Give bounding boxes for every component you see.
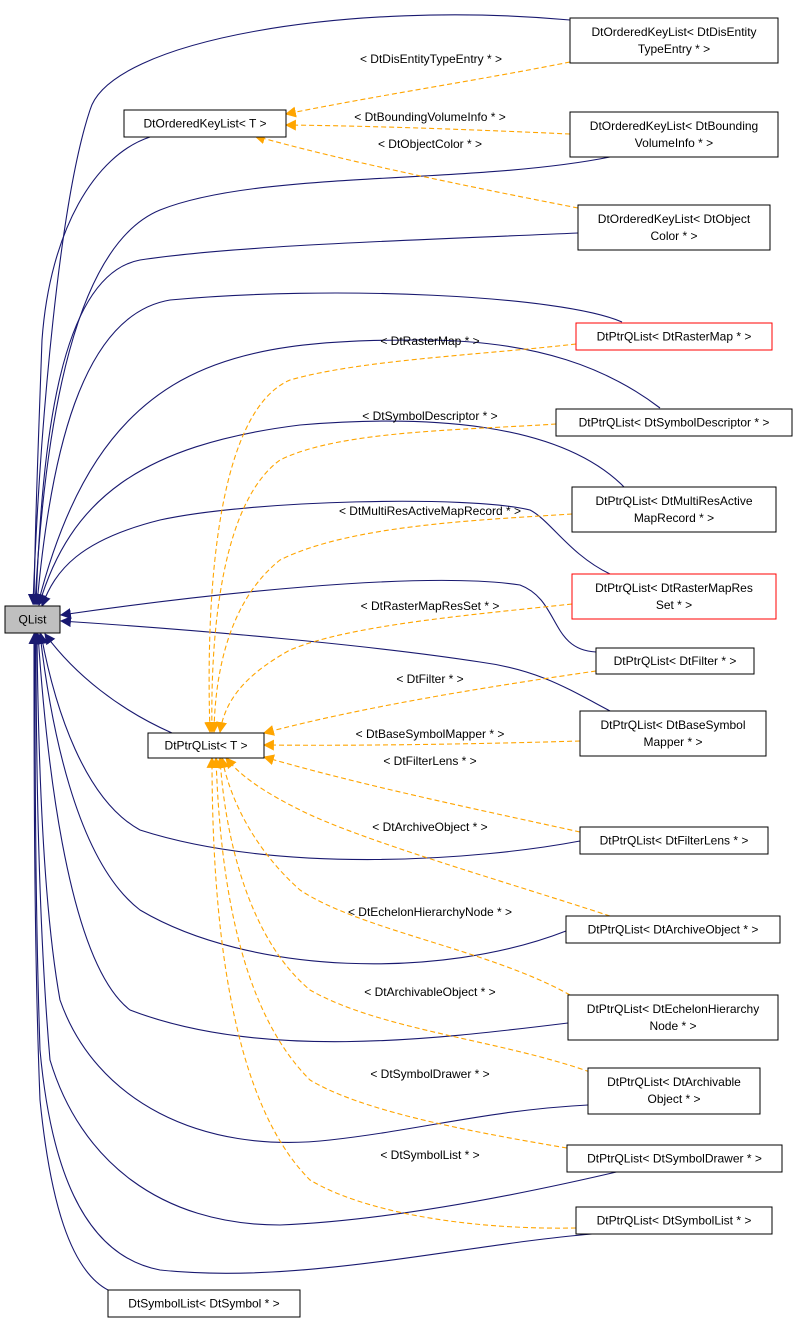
edge-pql-t-to-qlist xyxy=(44,633,173,734)
node-okl-bounding[interactable]: DtOrderedKeyList< DtBounding VolumeInfo … xyxy=(569,111,779,158)
edge-okl-dis-entity-to-qlist xyxy=(27,14,571,606)
node-pql-archive-object-line-1: DtPtrQList< DtArchiveObject * > xyxy=(588,923,759,937)
node-okl-dis-entity-line-2: TypeEntry * > xyxy=(638,42,710,56)
node-pql-archive-object[interactable]: DtPtrQList< DtArchiveObject * > xyxy=(565,915,781,944)
edge-pql-echelon-template xyxy=(218,756,571,996)
label-symbol-drawer: < DtSymbolDrawer * > xyxy=(370,1067,489,1081)
node-qlist-line-1: QList xyxy=(18,613,47,627)
node-pql-filter-lens-line-1: DtPtrQList< DtFilterLens * > xyxy=(600,834,749,848)
edge-pql-symbol-descriptor-template xyxy=(206,423,557,734)
edge-pql-multires-template xyxy=(208,513,573,734)
edge-pql-filter-to-qlist xyxy=(59,579,597,653)
node-pql-symbol-list-line-1: DtPtrQList< DtSymbolList * > xyxy=(597,1214,752,1228)
node-pql-base-symbol-mapper-line-1: DtPtrQList< DtBaseSymbol xyxy=(600,718,745,732)
node-pql-multires[interactable]: DtPtrQList< DtMultiResActive MapRecord *… xyxy=(571,486,777,533)
node-pql-filter-line-1: DtPtrQList< DtFilter * > xyxy=(614,654,737,668)
node-pql-filter-lens[interactable]: DtPtrQList< DtFilterLens * > xyxy=(579,826,769,855)
edge-okl-bounding-to-qlist xyxy=(30,156,611,606)
node-pql-raster-map-res-set-line-2: Set * > xyxy=(656,598,692,612)
label-raster-map-res-set: < DtRasterMapResSet * > xyxy=(361,599,500,613)
node-pql-symbol-list[interactable]: DtPtrQList< DtSymbolList * > xyxy=(575,1206,773,1235)
node-pql-archivable[interactable]: DtPtrQList< DtArchivable Object * > xyxy=(587,1067,761,1115)
edge-pql-base-symbol-mapper-template xyxy=(262,739,581,751)
node-dt-ordered-key-list-t[interactable]: DtOrderedKeyList< T > xyxy=(123,109,287,138)
node-okl-object-color[interactable]: DtOrderedKeyList< DtObject Color * > xyxy=(577,204,771,251)
label-multires: < DtMultiResActiveMapRecord * > xyxy=(339,504,521,518)
edge-labels: < DtDisEntityTypeEntry * > < DtBoundingV… xyxy=(339,52,521,1162)
edge-pql-raster-map-res-set-template xyxy=(216,603,573,734)
node-okl-object-color-line-2: Color * > xyxy=(650,229,697,243)
node-okl-bounding-line-2: VolumeInfo * > xyxy=(635,136,713,150)
node-okl-bounding-line-1: DtOrderedKeyList< DtBounding xyxy=(590,119,758,133)
node-pql-base-symbol-mapper-line-2: Mapper * > xyxy=(643,735,702,749)
node-pql-multires-line-2: MapRecord * > xyxy=(634,511,714,525)
label-archivable: < DtArchivableObject * > xyxy=(364,985,495,999)
node-pql-symbol-drawer-line-1: DtPtrQList< DtSymbolDrawer * > xyxy=(587,1152,762,1166)
edge-pql-echelon-to-qlist xyxy=(33,632,569,1043)
label-symbol-descriptor: < DtSymbolDescriptor * > xyxy=(362,409,497,423)
edge-pql-base-symbol-mapper-to-qlist xyxy=(59,616,613,713)
node-pql-archivable-line-1: DtPtrQList< DtArchivable xyxy=(607,1075,741,1089)
edge-pql-archive-object-template xyxy=(225,757,611,917)
edge-pql-multires-to-qlist xyxy=(36,420,627,607)
node-symbol-list-dtsymbol-line-1: DtSymbolList< DtSymbol * > xyxy=(128,1297,279,1311)
edge-okl-t-to-qlist xyxy=(28,136,151,606)
edge-okl-bounding-template xyxy=(284,119,571,135)
node-dt-ptr-qlist-t-line-1: DtPtrQList< T > xyxy=(165,739,248,753)
label-base-symbol-mapper: < DtBaseSymbolMapper * > xyxy=(356,727,505,741)
edge-pql-filter-template xyxy=(262,670,597,736)
edge-okl-dis-entity-template xyxy=(284,61,571,118)
node-okl-object-color-line-1: DtOrderedKeyList< DtObject xyxy=(598,212,751,226)
label-raster-map: < DtRasterMap * > xyxy=(380,334,479,348)
edge-pql-symbol-list-to-qlist xyxy=(29,632,593,1274)
edge-pql-raster-map-res-set-to-qlist xyxy=(40,500,611,608)
node-dt-ordered-key-list-t-line-1: DtOrderedKeyList< T > xyxy=(144,117,267,131)
label-bounding: < DtBoundingVolumeInfo * > xyxy=(354,110,505,124)
edge-pql-symbol-descriptor-to-qlist xyxy=(35,339,661,606)
node-pql-raster-map-res-set[interactable]: DtPtrQList< DtRasterMapRes Set * > xyxy=(571,573,777,620)
edge-okl-object-color-to-qlist xyxy=(30,232,579,606)
node-pql-echelon[interactable]: DtPtrQList< DtEchelonHierarchy Node * > xyxy=(567,994,779,1041)
label-dis-entity: < DtDisEntityTypeEntry * > xyxy=(360,52,502,66)
edge-pql-archivable-template xyxy=(215,756,591,1073)
edge-pql-symbol-list-template xyxy=(206,756,577,1229)
node-pql-echelon-line-1: DtPtrQList< DtEchelonHierarchy xyxy=(587,1002,759,1016)
inheritance-edges xyxy=(27,14,661,1291)
node-pql-symbol-descriptor[interactable]: DtPtrQList< DtSymbolDescriptor * > xyxy=(555,408,793,437)
node-pql-symbol-drawer[interactable]: DtPtrQList< DtSymbolDrawer * > xyxy=(566,1144,783,1173)
node-pql-echelon-line-2: Node * > xyxy=(649,1019,696,1033)
edge-pql-symbol-drawer-template xyxy=(210,756,568,1149)
label-object-color: < DtObjectColor * > xyxy=(378,137,482,151)
node-pql-symbol-descriptor-line-1: DtPtrQList< DtSymbolDescriptor * > xyxy=(579,416,770,430)
edge-pql-archive-object-to-qlist xyxy=(35,632,567,965)
node-pql-base-symbol-mapper[interactable]: DtPtrQList< DtBaseSymbol Mapper * > xyxy=(579,710,767,757)
node-pql-raster-map-res-set-line-1: DtPtrQList< DtRasterMapRes xyxy=(595,581,753,595)
edge-pql-raster-map-template xyxy=(204,343,577,734)
node-pql-multires-line-1: DtPtrQList< DtMultiResActive xyxy=(595,494,752,508)
node-okl-dis-entity[interactable]: DtOrderedKeyList< DtDisEntity TypeEntry … xyxy=(569,17,779,64)
label-echelon: < DtEchelonHierarchyNode * > xyxy=(348,905,512,919)
label-filter-lens: < DtFilterLens * > xyxy=(383,754,476,768)
label-symbol-list: < DtSymbolList * > xyxy=(380,1148,479,1162)
node-pql-raster-map[interactable]: DtPtrQList< DtRasterMap * > xyxy=(575,322,773,351)
template-edges xyxy=(204,61,611,1229)
node-qlist[interactable]: QList xyxy=(4,605,61,634)
node-okl-dis-entity-line-1: DtOrderedKeyList< DtDisEntity xyxy=(591,25,756,39)
node-dt-ptr-qlist-t[interactable]: DtPtrQList< T > xyxy=(147,732,265,759)
edge-pql-raster-map-to-qlist xyxy=(32,292,623,606)
node-pql-archivable-line-2: Object * > xyxy=(647,1092,700,1106)
edge-okl-object-color-template xyxy=(253,133,579,209)
node-pql-filter[interactable]: DtPtrQList< DtFilter * > xyxy=(595,647,755,675)
edge-pql-filter-lens-to-qlist xyxy=(37,632,581,861)
edge-pql-filter-lens-template xyxy=(262,754,581,833)
edge-pql-archivable-to-qlist xyxy=(31,632,589,1143)
node-pql-raster-map-line-1: DtPtrQList< DtRasterMap * > xyxy=(597,330,752,344)
edge-symbol-list-dtsymbol-to-qlist xyxy=(28,632,109,1291)
label-filter: < DtFilter * > xyxy=(396,672,463,686)
label-archive-object: < DtArchiveObject * > xyxy=(372,820,487,834)
node-symbol-list-dtsymbol[interactable]: DtSymbolList< DtSymbol * > xyxy=(107,1289,301,1318)
nodes: QList DtOrderedKeyList< T > DtPtrQList< … xyxy=(4,17,793,1318)
edge-pql-symbol-drawer-to-qlist xyxy=(30,632,626,1226)
